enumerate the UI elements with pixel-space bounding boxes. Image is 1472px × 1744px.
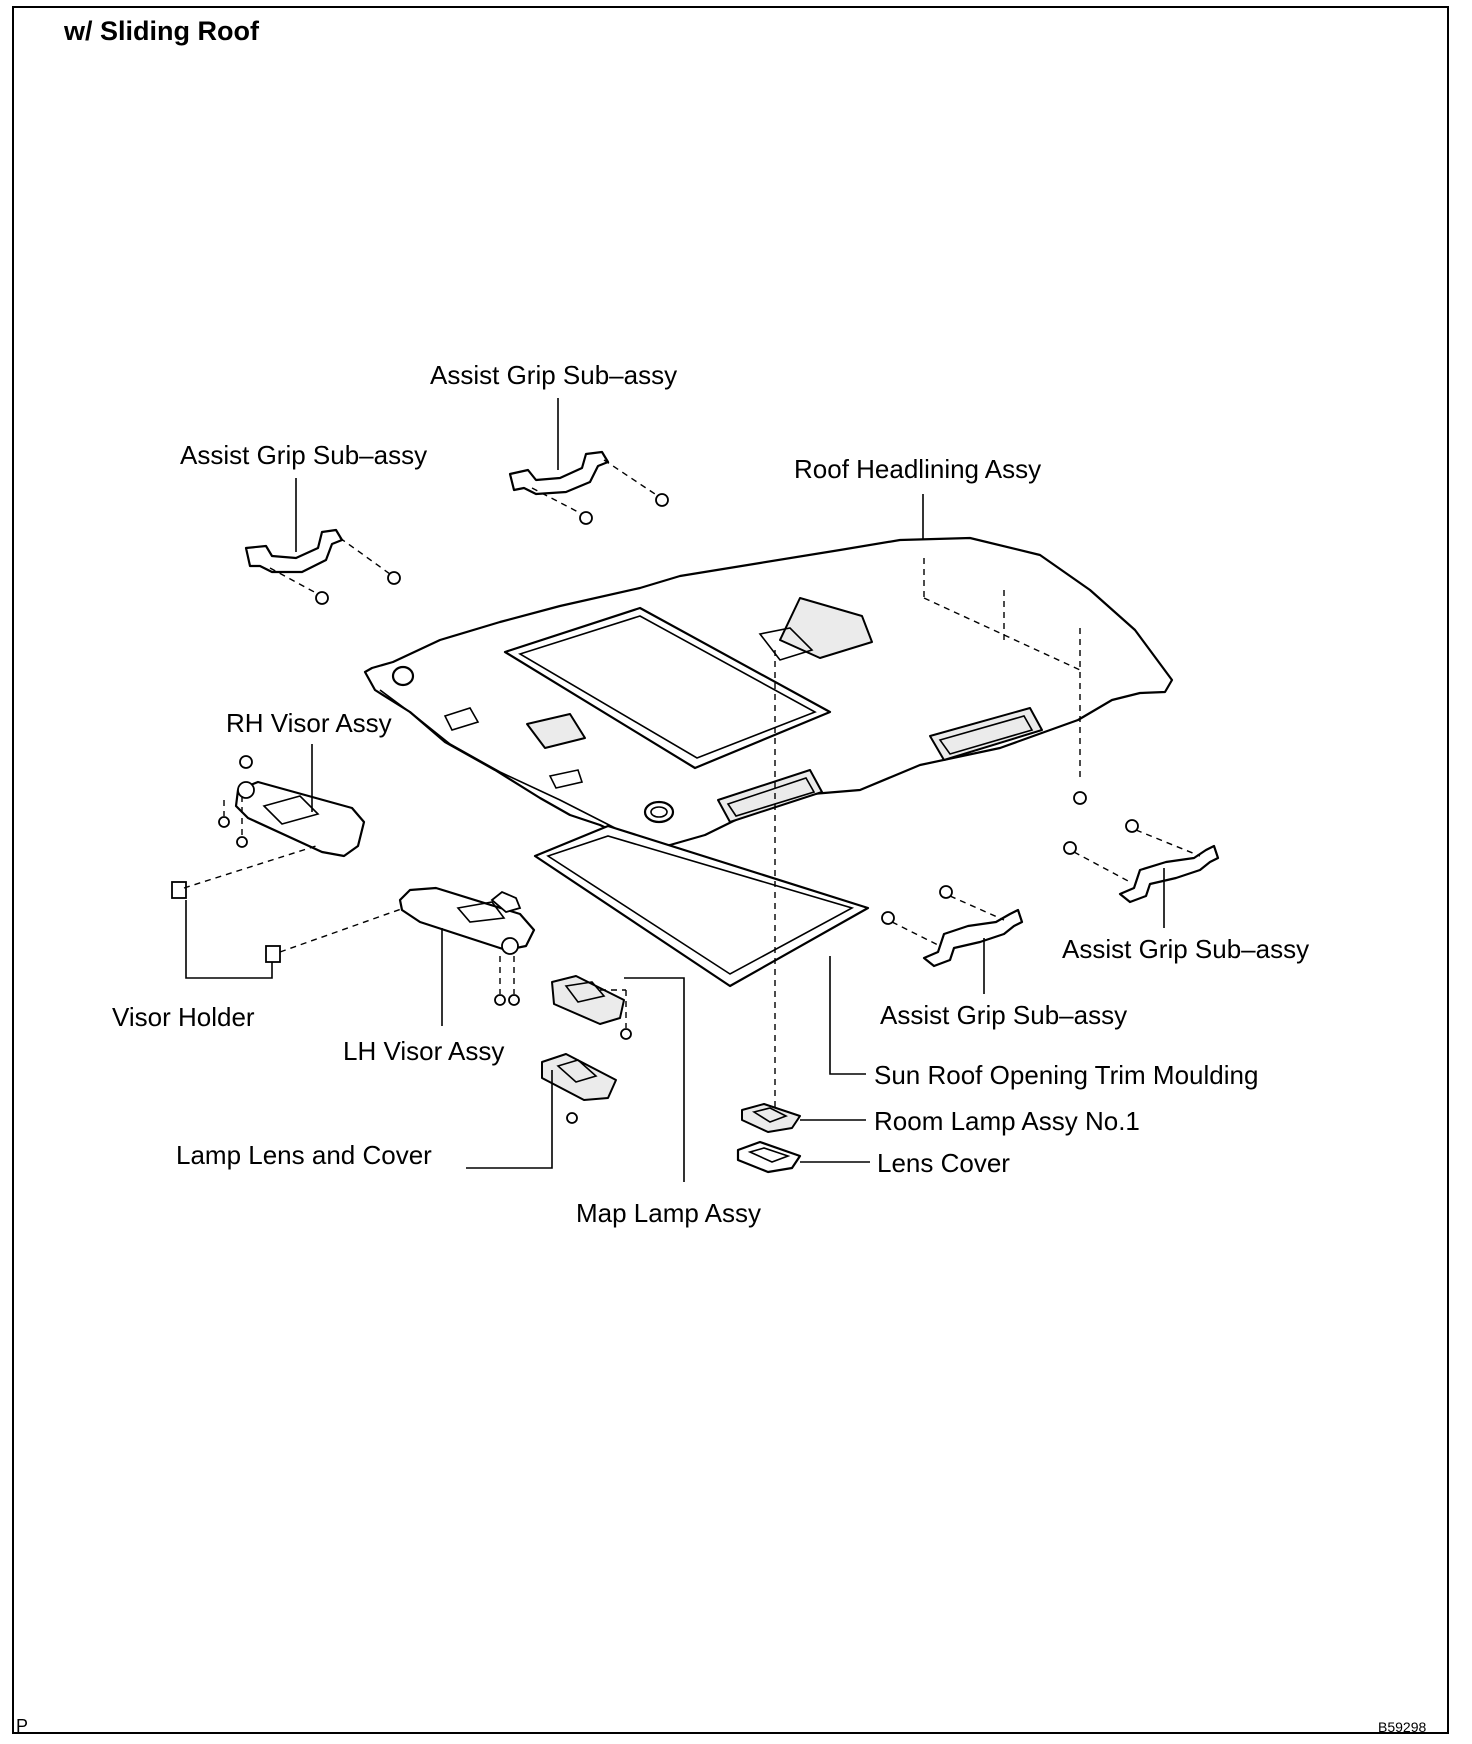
lh-visor-part [398,886,536,1006]
label-lens-cover: Lens Cover [877,1148,1010,1178]
roof-headlining-part [363,536,1174,854]
headlining-clips [774,558,1087,1108]
lamp-lens-cover-part [541,1053,617,1124]
sun-roof-trim-part [533,824,870,988]
map-lamp-part [551,975,632,1040]
label-assist-grip-top: Assist Grip Sub–assy [430,360,677,390]
label-lamp-lens-cover: Lamp Lens and Cover [176,1140,432,1170]
label-rh-visor: RH Visor Assy [226,708,392,738]
rh-visor-part [218,755,366,858]
label-assist-grip-right-upper: Assist Grip Sub–assy [1062,934,1309,964]
label-map-lamp: Map Lamp Assy [576,1198,761,1228]
assist-grip-left-part [244,528,401,605]
label-lh-visor: LH Visor Assy [343,1036,504,1066]
label-sun-roof-trim: Sun Roof Opening Trim Moulding [874,1060,1258,1090]
page-letter: P [16,1716,28,1736]
label-assist-grip-right-lower: Assist Grip Sub–assy [880,1000,1127,1030]
assist-grip-right-lower-part [881,885,1024,968]
diagram-frame [12,6,1449,1734]
leader-lines [185,398,1165,1182]
assist-grip-right-upper-part [1063,819,1220,904]
assist-grip-top-part [508,450,669,525]
label-assist-grip-left: Assist Grip Sub–assy [180,440,427,470]
label-visor-holder: Visor Holder [112,1002,255,1032]
lens-cover-part [736,1140,802,1174]
label-room-lamp: Room Lamp Assy No.1 [874,1106,1140,1136]
room-lamp-part [741,1103,801,1133]
diagram-title: w/ Sliding Roof [63,16,260,46]
visor-holder-part [171,845,405,963]
figure-code: B59298 [1378,1719,1426,1735]
label-roof-headlining: Roof Headlining Assy [794,454,1041,484]
